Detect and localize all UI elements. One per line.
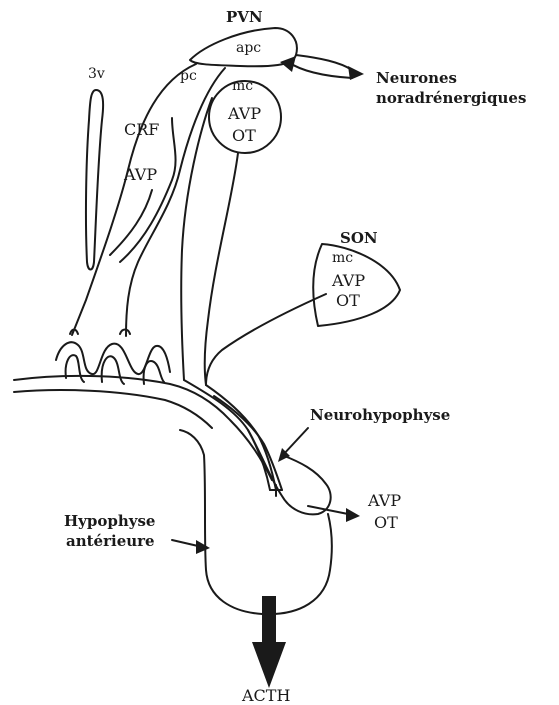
son-ot-label: OT	[336, 291, 360, 310]
acth-label: ACTH	[241, 686, 290, 705]
third-ventricle-shape	[86, 90, 103, 270]
hypophyse-label-line1: Hypophyse	[64, 512, 155, 530]
fiber-terminal-2	[120, 330, 130, 335]
crf-fiber	[120, 118, 176, 262]
pvn-ot-label: OT	[232, 126, 256, 145]
avp-output-label: AVP	[367, 491, 401, 510]
crf-label: CRF	[124, 120, 159, 139]
son-mc-label: mc	[332, 250, 353, 266]
noradrenergic-arrowhead-right	[348, 66, 364, 80]
pvn-mc-label: mc	[232, 78, 253, 94]
hypothalamic-floor-outer	[14, 376, 272, 480]
third-ventricle-label: 3v	[88, 66, 105, 82]
acth-arrow	[252, 596, 286, 688]
avp-left-label: AVP	[123, 165, 157, 184]
anterior-pointer-head	[196, 540, 210, 554]
apc-label: apc	[236, 40, 261, 56]
pvn-magnocellular-tract-left	[181, 98, 212, 380]
neurones-label-line1: Neurones	[376, 69, 457, 87]
neurones-label-line2: noradrénergiques	[376, 89, 526, 107]
output-arrowhead	[346, 508, 360, 522]
anterior-pointer-line	[172, 540, 198, 546]
neurohypophyse-pointer-line	[282, 428, 308, 456]
anterior-pituitary	[180, 430, 332, 614]
hypothalamic-floor-inner	[14, 390, 212, 428]
ot-output-label: OT	[374, 513, 398, 532]
son-label: SON	[340, 229, 378, 247]
pvn-avp-label: AVP	[227, 104, 261, 123]
son-avp-label: AVP	[331, 271, 365, 290]
pc-label: pc	[180, 68, 197, 84]
neurohypophysis	[248, 430, 331, 514]
pvn-label: PVN	[226, 8, 263, 26]
son-axon	[206, 294, 326, 385]
hypophyse-label-line2: antérieure	[66, 532, 155, 550]
neurohypophyse-label: Neurohypophyse	[310, 406, 450, 424]
noradrenergic-arrow-line-2	[296, 55, 352, 70]
